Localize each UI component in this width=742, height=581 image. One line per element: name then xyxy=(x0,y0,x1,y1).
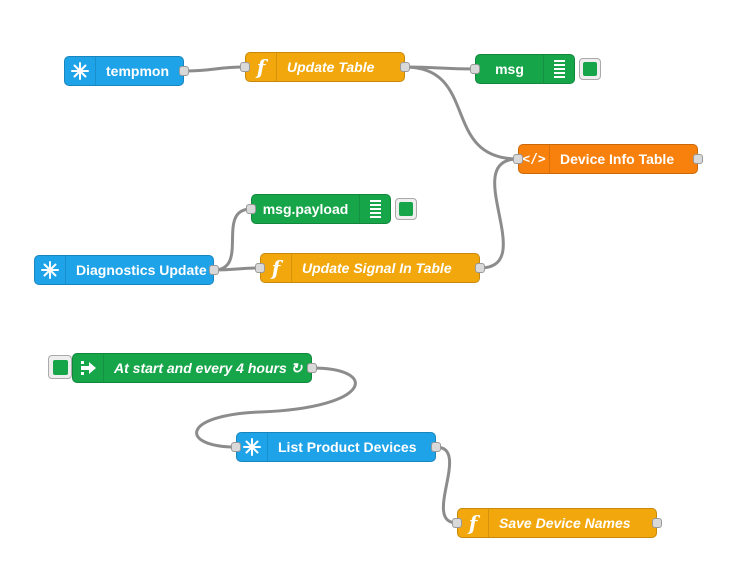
node-label: tempmon xyxy=(106,63,169,79)
node-label: Save Device Names xyxy=(499,515,631,531)
wire-inject-to-list-devices xyxy=(195,366,357,449)
node-msg-debug[interactable]: msg xyxy=(470,54,601,84)
wire-diagnostics-to-msg-payload xyxy=(213,207,252,272)
function-icon: f xyxy=(261,254,292,282)
node-list-product-devices[interactable]: List Product Devices xyxy=(231,432,441,462)
wire-diagnostics-to-update-signal xyxy=(213,266,261,272)
input-port[interactable] xyxy=(513,154,523,164)
node-device-info-table[interactable]: </> Device Info Table xyxy=(513,144,703,174)
debug-lines-icon xyxy=(543,55,574,83)
node-label: Diagnostics Update xyxy=(76,262,207,278)
function-icon: f xyxy=(458,509,489,537)
function-icon: f xyxy=(246,53,277,81)
wire-tempmon-to-update-table xyxy=(183,65,246,73)
sparkle-icon xyxy=(35,256,66,284)
wire-update-signal-to-device-info xyxy=(479,157,519,270)
node-label: msg.payload xyxy=(262,201,349,217)
output-port[interactable] xyxy=(475,263,485,273)
output-port[interactable] xyxy=(693,154,703,164)
input-port[interactable] xyxy=(255,263,265,273)
input-port[interactable] xyxy=(240,62,250,72)
node-save-device-names[interactable]: f Save Device Names xyxy=(452,508,662,538)
output-port[interactable] xyxy=(179,66,189,76)
node-inject-timer[interactable]: At start and every 4 hours ↻ xyxy=(72,353,317,383)
wire-list-devices-to-save-names xyxy=(435,445,458,525)
node-label: msg xyxy=(495,61,524,77)
node-label: List Product Devices xyxy=(278,439,417,455)
output-port[interactable] xyxy=(431,442,441,452)
input-port[interactable] xyxy=(452,518,462,528)
input-port[interactable] xyxy=(470,64,480,74)
output-port[interactable] xyxy=(400,62,410,72)
output-port[interactable] xyxy=(209,265,219,275)
output-port[interactable] xyxy=(652,518,662,528)
inject-arrow-icon xyxy=(73,354,104,382)
debug-lines-icon xyxy=(359,195,390,223)
input-port[interactable] xyxy=(231,442,241,452)
node-tempmon[interactable]: tempmon xyxy=(64,56,189,86)
debug-toggle-button[interactable] xyxy=(579,58,601,80)
wire-update-table-to-device-info xyxy=(404,65,519,161)
sparkle-icon xyxy=(237,433,268,461)
debug-toggle-button[interactable] xyxy=(395,198,417,220)
inject-trigger-button[interactable] xyxy=(48,355,72,379)
node-update-table[interactable]: f Update Table xyxy=(240,52,410,82)
node-msg-payload-debug[interactable]: msg.payload xyxy=(246,194,417,224)
sparkle-icon xyxy=(65,57,96,85)
input-port[interactable] xyxy=(246,204,256,214)
node-label: Update Table xyxy=(287,59,375,75)
node-label: At start and every 4 hours ↻ xyxy=(114,359,303,376)
node-label: Update Signal In Table xyxy=(302,260,452,276)
node-diagnostics-update[interactable]: Diagnostics Update xyxy=(34,255,219,285)
output-port[interactable] xyxy=(307,363,317,373)
node-label: Device Info Table xyxy=(560,151,675,167)
code-icon: </> xyxy=(519,145,550,173)
node-update-signal-in-table[interactable]: f Update Signal In Table xyxy=(255,253,485,283)
